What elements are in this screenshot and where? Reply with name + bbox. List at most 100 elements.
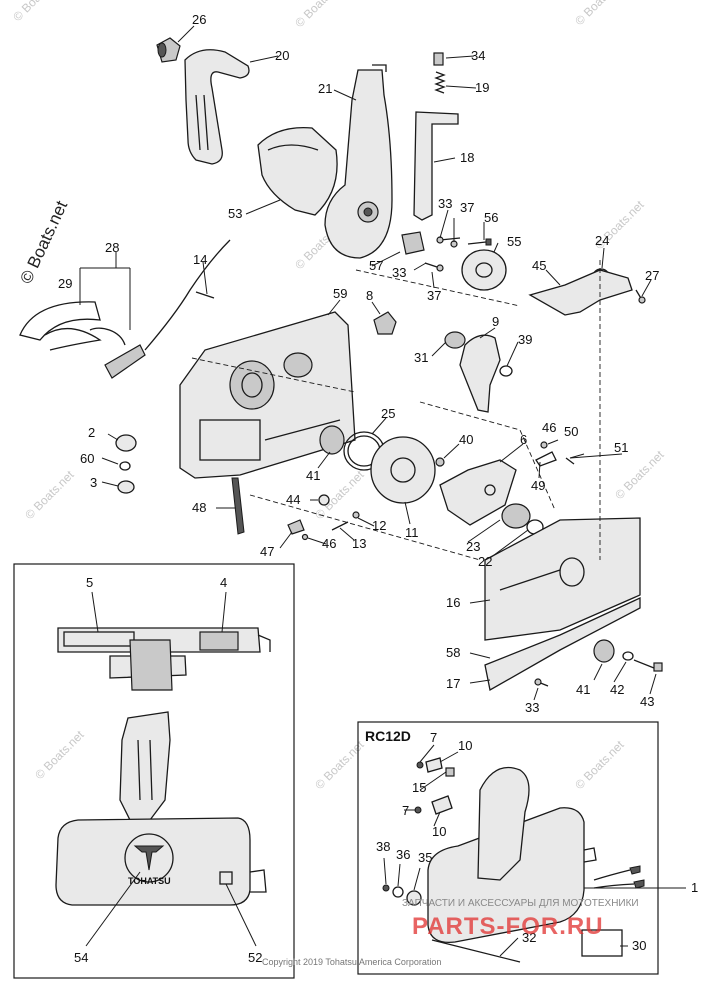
callout-46: 46 bbox=[322, 536, 336, 551]
callout-59: 59 bbox=[333, 286, 347, 301]
part-20-handle-grip bbox=[184, 49, 250, 165]
callout-15: 15 bbox=[412, 780, 426, 795]
callout-2: 2 bbox=[88, 425, 95, 440]
part-53-cover bbox=[257, 126, 338, 216]
callout-7: 7 bbox=[430, 730, 437, 745]
watermark-faint: © Boats.net bbox=[312, 737, 367, 792]
part-12-13-screws bbox=[331, 511, 360, 531]
callout-47: 47 bbox=[260, 544, 274, 559]
callout-36: 36 bbox=[396, 847, 410, 862]
part-59-housing bbox=[179, 311, 356, 479]
callout-34: 34 bbox=[471, 48, 485, 63]
callout-43: 43 bbox=[640, 694, 654, 709]
part-55-cam bbox=[461, 249, 507, 291]
watermark-faint: © Boats.net bbox=[10, 0, 65, 24]
callout-10: 10 bbox=[432, 824, 446, 839]
callout-23: 23 bbox=[466, 539, 480, 554]
callout-25: 25 bbox=[381, 406, 395, 421]
callout-22: 22 bbox=[478, 554, 492, 569]
callout-42: 42 bbox=[610, 682, 624, 697]
callout-27: 27 bbox=[645, 268, 659, 283]
callout-24: 24 bbox=[595, 233, 609, 248]
callout-12: 12 bbox=[372, 518, 386, 533]
callout-35: 35 bbox=[418, 850, 432, 865]
part-39-washer bbox=[499, 365, 513, 377]
part-41-seal-left bbox=[319, 425, 345, 455]
callout-32: 32 bbox=[522, 930, 536, 945]
part-47-46-retainer bbox=[287, 519, 309, 541]
callout-41: 41 bbox=[306, 468, 320, 483]
callout-18: 18 bbox=[460, 150, 474, 165]
callout-56: 56 bbox=[484, 210, 498, 225]
logo-tohatsu: TOHATSU bbox=[128, 876, 171, 886]
callout-57: 57 bbox=[369, 258, 383, 273]
callout-17: 17 bbox=[446, 676, 460, 691]
part-57-bushing bbox=[401, 231, 425, 255]
callout-41: 41 bbox=[576, 682, 590, 697]
callout-10: 10 bbox=[458, 738, 472, 753]
part-14-clip bbox=[195, 291, 215, 299]
callout-11: 11 bbox=[405, 525, 419, 540]
callout-26: 26 bbox=[192, 12, 206, 27]
callout-40: 40 bbox=[459, 432, 473, 447]
callout-13: 13 bbox=[352, 536, 366, 551]
callout-21: 21 bbox=[318, 81, 332, 96]
callout-52: 52 bbox=[248, 950, 262, 965]
inset-rc12d-frame bbox=[357, 721, 659, 975]
watermark-faint: © Boats.net bbox=[612, 447, 667, 502]
callout-58: 58 bbox=[446, 645, 460, 660]
callout-14: 14 bbox=[193, 252, 207, 267]
callout-20: 20 bbox=[275, 48, 289, 63]
watermark-faint: © Boats.net bbox=[22, 467, 77, 522]
part-40-pin bbox=[435, 457, 445, 467]
part-31-ring bbox=[444, 331, 466, 349]
inset-rc12d: RC12D bbox=[357, 721, 686, 975]
callout-16: 16 bbox=[446, 595, 460, 610]
callout-33: 33 bbox=[392, 265, 406, 280]
callout-31: 31 bbox=[414, 350, 428, 365]
copyright-notice: Copyright 2019 Tohatsu America Corporati… bbox=[262, 957, 441, 967]
callout-28: 28 bbox=[105, 240, 119, 255]
callout-6: 6 bbox=[520, 432, 527, 447]
ad-brand: PARTS-FOR.RU bbox=[412, 913, 604, 940]
part-27-screw bbox=[635, 289, 646, 304]
callout-39: 39 bbox=[518, 332, 532, 347]
callout-46: 46 bbox=[542, 420, 556, 435]
part-21-arm bbox=[324, 64, 393, 259]
part-29-lanyard bbox=[19, 301, 126, 351]
callout-45: 45 bbox=[532, 258, 546, 273]
part-6-shift-plate bbox=[439, 459, 517, 526]
part-34-pin bbox=[433, 52, 444, 66]
callout-44: 44 bbox=[286, 492, 300, 507]
callout-37: 37 bbox=[460, 200, 474, 215]
callout-50: 50 bbox=[564, 424, 578, 439]
leader-lines bbox=[79, 25, 657, 701]
part-46-50-49-small-parts bbox=[535, 441, 575, 467]
part-23-22-bushing bbox=[501, 503, 544, 535]
callout-60: 60 bbox=[80, 451, 94, 466]
watermark-faint: © Boats.net bbox=[572, 0, 627, 28]
part-16-side-plate bbox=[484, 517, 641, 641]
callout-9: 9 bbox=[492, 314, 499, 329]
part-58-17-plates bbox=[484, 596, 641, 692]
watermark-faint: © Boats.net bbox=[292, 0, 347, 30]
callout-33: 33 bbox=[525, 700, 539, 715]
callout-33: 33 bbox=[438, 196, 452, 211]
part-11-gear bbox=[370, 436, 436, 504]
part-33-screw-bottom bbox=[534, 678, 549, 687]
callout-55: 55 bbox=[507, 234, 521, 249]
callout-8: 8 bbox=[366, 288, 373, 303]
inset-frame bbox=[13, 563, 295, 979]
callout-38: 38 bbox=[376, 839, 390, 854]
part-33-37-screws-mid bbox=[424, 262, 444, 272]
callout-3: 3 bbox=[90, 475, 97, 490]
part-41-42-43-fasteners bbox=[593, 639, 663, 672]
part-18-lock-lever bbox=[413, 111, 459, 221]
callout-19: 19 bbox=[475, 80, 489, 95]
callout-30: 30 bbox=[632, 938, 646, 953]
watermark-faint: © Boats.net bbox=[32, 727, 87, 782]
part-8-knob bbox=[373, 311, 397, 335]
callout-4: 4 bbox=[220, 575, 227, 590]
part-small-screws-top bbox=[436, 236, 492, 248]
